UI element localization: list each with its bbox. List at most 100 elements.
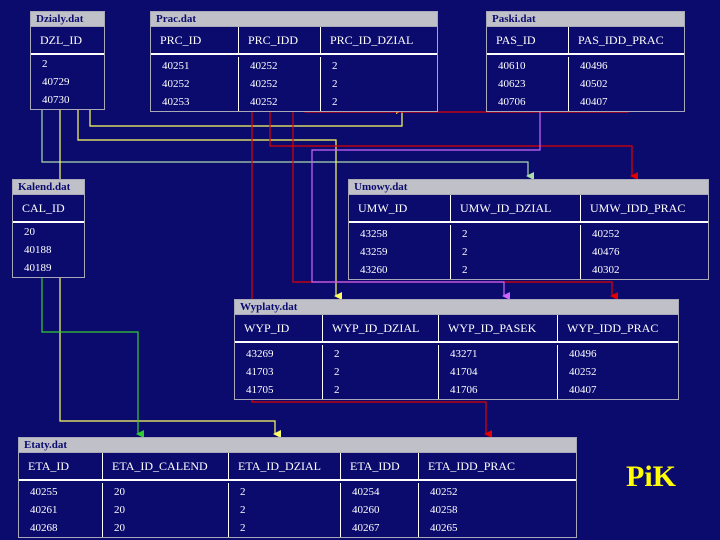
table-cell: 43269 xyxy=(235,345,323,363)
link-dzialy-prac xyxy=(89,104,404,127)
column-header: WYP_ID_PASEK xyxy=(439,315,558,341)
table-cell: 2 xyxy=(323,345,439,363)
table-kalend-title: Kalend.dat xyxy=(13,180,84,195)
table-cell: 20 xyxy=(24,226,35,238)
table-cell: 40476 xyxy=(592,246,620,258)
column-header: PRC_ID_DZIAL xyxy=(330,33,414,47)
table-cell: 40188 xyxy=(24,244,52,256)
column-header: PRC_ID xyxy=(151,27,239,53)
table-cell: 20 xyxy=(103,501,229,519)
table-prac-header: PRC_ID PRC_IDD PRC_ID_DZIAL xyxy=(151,27,437,55)
table-paski-header: PAS_ID PAS_IDD_PRAC xyxy=(487,27,684,55)
table-cell: 2 xyxy=(451,261,581,279)
table-cell: 40407 xyxy=(580,96,608,108)
table-cell: 41704 xyxy=(439,363,558,381)
table-cell: 2 xyxy=(451,225,581,243)
table-kalend: Kalend.dat CAL_ID 20 40188 40189 xyxy=(12,179,85,278)
table-etaty-header: ETA_ID ETA_ID_CALEND ETA_ID_DZIAL ETA_ID… xyxy=(19,453,576,481)
table-paski: Paski.dat PAS_ID PAS_IDD_PRAC 40610 4049… xyxy=(486,11,685,112)
table-cell: 41705 xyxy=(235,381,323,399)
table-row: 43260 2 40302 xyxy=(349,261,708,279)
table-cell: 40302 xyxy=(592,264,620,276)
table-cell: 40268 xyxy=(19,519,103,537)
column-header: PRC_IDD xyxy=(239,27,321,53)
table-cell: 40260 xyxy=(341,501,419,519)
table-row: 40188 xyxy=(13,241,84,259)
table-cell: 41706 xyxy=(439,381,558,399)
table-cell: 43271 xyxy=(439,345,558,363)
table-cell: 40258 xyxy=(430,504,458,516)
table-wyplaty: Wyplaty.dat WYP_ID WYP_ID_DZIAL WYP_ID_P… xyxy=(234,299,679,400)
table-cell: 2 xyxy=(332,60,338,72)
link-prac-etaty xyxy=(251,104,492,438)
table-cell: 40730 xyxy=(42,94,70,106)
table-cell: 40252 xyxy=(151,75,239,93)
table-cell: 40253 xyxy=(151,93,239,111)
link-kalend-etaty xyxy=(41,272,144,438)
table-row: 40730 xyxy=(31,91,104,109)
table-dzialy: Dzialy.dat DZL_ID 2 40729 40730 xyxy=(30,11,105,110)
table-wyplaty-header: WYP_ID WYP_ID_DZIAL WYP_ID_PASEK WYP_IDD… xyxy=(235,315,678,343)
table-row: 40255 20 2 40254 40252 xyxy=(19,483,576,501)
table-umowy: Umowy.dat UMW_ID UMW_ID_DZIAL UMW_IDD_PR… xyxy=(348,179,709,280)
table-prac: Prac.dat PRC_ID PRC_IDD PRC_ID_DZIAL 402… xyxy=(150,11,438,112)
table-cell: 2 xyxy=(323,381,439,399)
table-cell: 2 xyxy=(42,58,48,70)
table-cell: 41703 xyxy=(235,363,323,381)
table-row: 43269 2 43271 40496 xyxy=(235,345,678,363)
table-cell: 40252 xyxy=(569,366,597,378)
table-dzialy-title: Dzialy.dat xyxy=(31,12,104,27)
table-cell: 2 xyxy=(229,519,341,537)
table-cell: 20 xyxy=(103,483,229,501)
table-cell: 2 xyxy=(229,483,341,501)
table-etaty-title: Etaty.dat xyxy=(19,438,576,453)
table-cell: 40189 xyxy=(24,262,52,274)
table-row: 41703 2 41704 40252 xyxy=(235,363,678,381)
table-cell: 40252 xyxy=(239,75,321,93)
table-cell: 40623 xyxy=(487,75,569,93)
table-cell: 40265 xyxy=(430,522,458,534)
table-cell: 40252 xyxy=(239,93,321,111)
table-row: 40189 xyxy=(13,259,84,277)
link-dzialy-umowy xyxy=(41,104,534,180)
link-paski-wyplaty xyxy=(311,104,541,300)
column-header: UMW_ID xyxy=(349,195,451,221)
column-header: ETA_IDD_PRAC xyxy=(428,459,516,473)
column-header: PAS_ID xyxy=(487,27,569,53)
column-header: ETA_ID_DZIAL xyxy=(229,453,341,479)
table-row: 43258 2 40252 xyxy=(349,225,708,243)
table-cell: 40255 xyxy=(19,483,103,501)
table-cell: 43260 xyxy=(349,261,451,279)
column-header: ETA_ID xyxy=(19,453,103,479)
table-row: 40623 40502 xyxy=(487,75,684,93)
table-cell: 40252 xyxy=(239,57,321,75)
table-cell: 40496 xyxy=(569,348,597,360)
column-header: UMW_IDD_PRAC xyxy=(590,201,686,215)
table-umowy-header: UMW_ID UMW_ID_DZIAL UMW_IDD_PRAC xyxy=(349,195,708,223)
table-cell: 2 xyxy=(332,78,338,90)
table-cell: 20 xyxy=(103,519,229,537)
column-header: PAS_IDD_PRAC xyxy=(578,33,664,47)
table-cell: 40252 xyxy=(592,228,620,240)
table-row: 40268 20 2 40267 40265 xyxy=(19,519,576,537)
table-row: 41705 2 41706 40407 xyxy=(235,381,678,399)
table-cell: 40267 xyxy=(341,519,419,537)
table-row: 40706 40407 xyxy=(487,93,684,111)
table-row: 2 xyxy=(31,55,104,73)
table-dzialy-header: DZL_ID xyxy=(31,27,104,55)
table-umowy-title: Umowy.dat xyxy=(349,180,708,195)
column-header: WYP_IDD_PRAC xyxy=(567,321,659,335)
table-cell: 40502 xyxy=(580,78,608,90)
table-row: 20 xyxy=(13,223,84,241)
table-row: 40253 40252 2 xyxy=(151,93,437,111)
table-row: 40729 xyxy=(31,73,104,91)
table-paski-title: Paski.dat xyxy=(487,12,684,27)
table-row: 40252 40252 2 xyxy=(151,75,437,93)
table-wyplaty-title: Wyplaty.dat xyxy=(235,300,678,315)
table-row: 43259 2 40476 xyxy=(349,243,708,261)
table-prac-title: Prac.dat xyxy=(151,12,437,27)
table-cell: 2 xyxy=(332,96,338,108)
table-cell: 43259 xyxy=(349,243,451,261)
table-cell: 43258 xyxy=(349,225,451,243)
table-cell: 40706 xyxy=(487,93,569,111)
